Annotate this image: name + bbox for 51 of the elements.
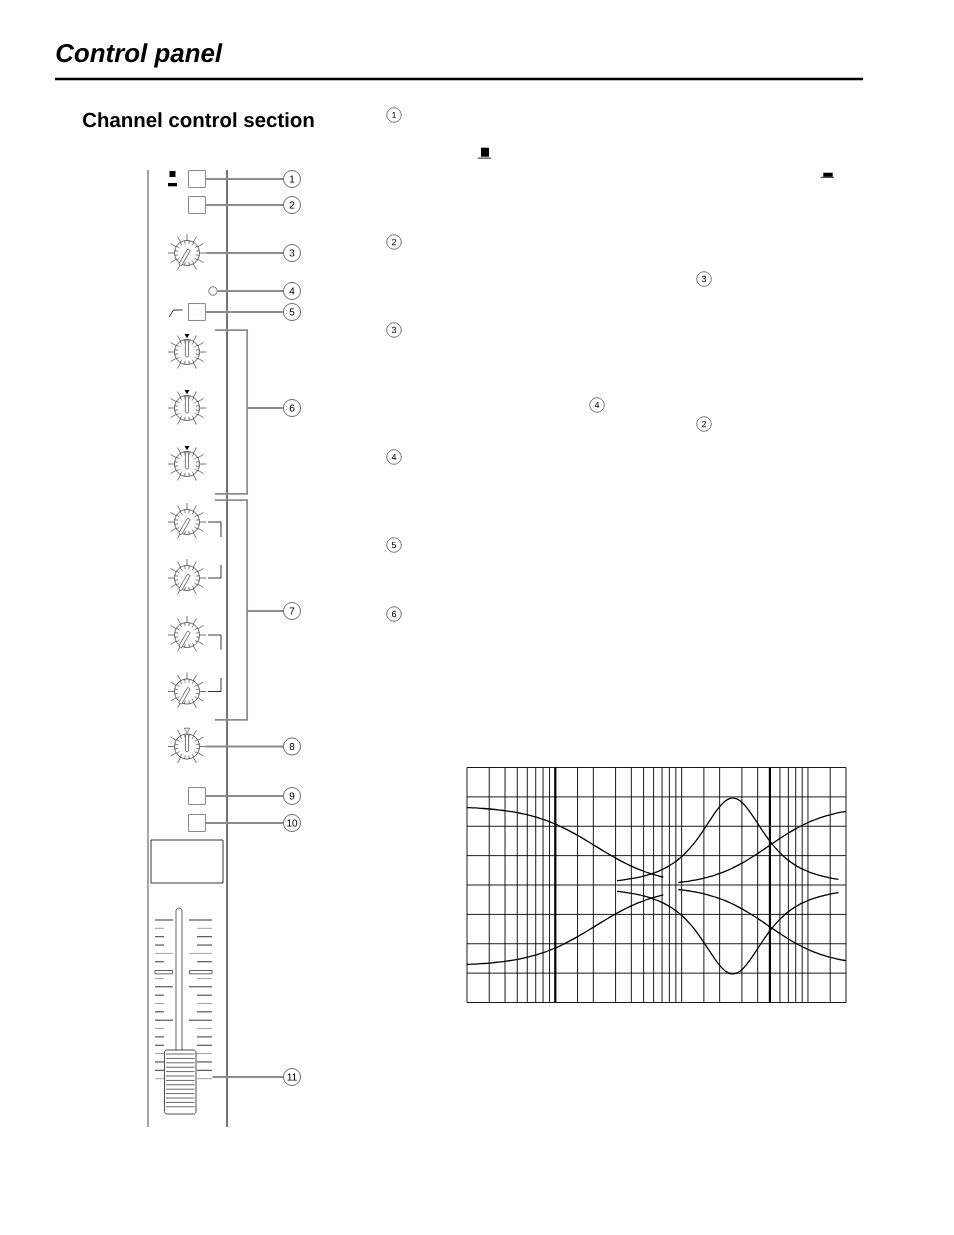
- push-button: [188, 196, 206, 214]
- leader-line: [205, 311, 285, 313]
- push-button: [188, 303, 206, 321]
- indicator-led: [208, 286, 218, 296]
- page-title: Control panel: [56, 43, 223, 68]
- callout-number: 6: [283, 399, 301, 417]
- knob: [167, 334, 207, 369]
- callout-number: 7: [283, 602, 301, 620]
- leader-line: [205, 822, 285, 824]
- knob: [167, 672, 207, 709]
- push-button: [188, 170, 206, 188]
- knob: [167, 615, 207, 652]
- callout-number: 5: [386, 537, 402, 553]
- callout-number: 6: [386, 606, 402, 622]
- knob: [167, 390, 207, 425]
- callout-number: 2: [696, 416, 712, 432]
- callout-number: 1: [283, 170, 301, 188]
- leader-line: [205, 745, 285, 748]
- callout-number: 11: [283, 1068, 301, 1086]
- callout-number: 4: [386, 449, 402, 465]
- knob: [167, 446, 207, 481]
- callout-number: 3: [696, 271, 712, 287]
- callout-number: 2: [283, 196, 301, 214]
- callout-number: 5: [283, 303, 301, 321]
- leader-line: [211, 1076, 285, 1078]
- callout-number: 10: [283, 814, 301, 832]
- callout-number: 4: [283, 282, 301, 300]
- push-button: [188, 787, 206, 805]
- leader-line: [246, 610, 285, 612]
- callout-number: 9: [283, 787, 301, 805]
- push-button: [188, 814, 206, 832]
- leader-line: [205, 252, 285, 254]
- leader-line: [246, 407, 285, 409]
- knob: [167, 502, 207, 539]
- knob: [167, 727, 207, 764]
- callout-number: 3: [283, 244, 301, 262]
- section-heading: Channel control section: [83, 112, 314, 128]
- callout-number: 2: [386, 234, 402, 250]
- callout-number: 4: [589, 397, 605, 413]
- bracket: [213, 329, 249, 495]
- leader-line: [216, 290, 285, 292]
- leader-line: [205, 795, 285, 797]
- fader: [154, 907, 213, 1115]
- bracket: [213, 499, 249, 721]
- callout-number: 8: [283, 737, 301, 756]
- callout-number: 3: [386, 322, 402, 338]
- knob: [167, 233, 207, 270]
- leader-line: [205, 178, 285, 180]
- leader-line: [205, 204, 285, 206]
- knob: [167, 558, 207, 595]
- callout-number: 1: [386, 107, 402, 123]
